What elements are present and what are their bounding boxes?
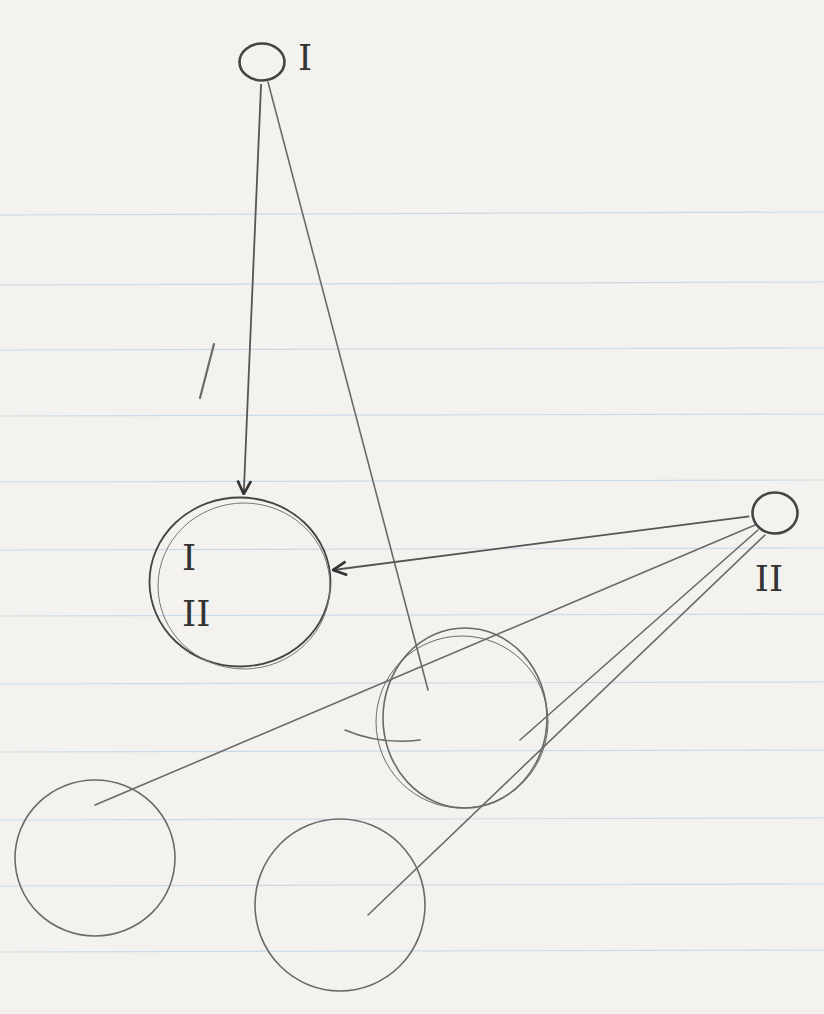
roman-numeral: II (755, 561, 783, 597)
roman-numeral: I (298, 40, 312, 76)
sketch-circle (15, 780, 175, 936)
label-group: I (298, 40, 312, 76)
arrow-line (244, 84, 261, 494)
sight-line (95, 525, 755, 805)
circle-outline (751, 491, 799, 535)
tick-mark (200, 344, 214, 398)
sketch-circle (376, 636, 548, 808)
pencil-strokes (15, 82, 765, 991)
small-circle: II (751, 491, 799, 535)
circle-outline (238, 42, 286, 82)
circle-stroke (158, 503, 330, 669)
arrow-line (333, 516, 749, 570)
sight-line (368, 535, 765, 915)
roman-numeral: I (182, 540, 196, 576)
roman-numeral: II (182, 596, 210, 632)
sight-line (520, 530, 758, 740)
circle-outline (148, 496, 332, 668)
large-circle: III (148, 496, 332, 668)
label-group: II (755, 561, 783, 597)
circle-stroke (753, 493, 798, 534)
label-group: III (182, 540, 210, 632)
sight-line (268, 82, 428, 690)
shade-stroke (345, 730, 420, 741)
sketch-circle (255, 819, 425, 991)
circle-stroke (150, 498, 331, 667)
small-circle: I (238, 42, 286, 82)
circle-stroke (240, 44, 285, 81)
notebook-lines (0, 212, 824, 952)
